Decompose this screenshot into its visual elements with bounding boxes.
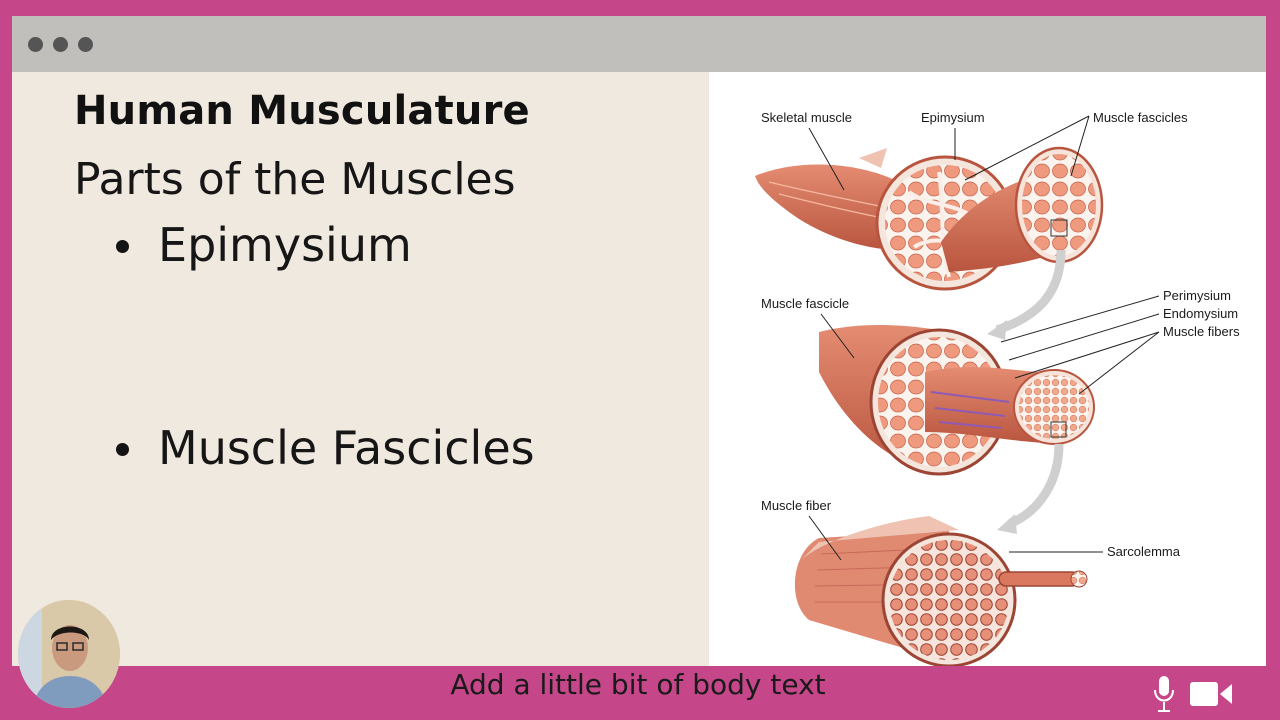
leader-lines: [1000, 295, 1160, 395]
bullet-text: Muscle Fascicles: [158, 421, 535, 475]
label-endomysium: Endomysium: [1163, 306, 1238, 321]
window-dot-icon[interactable]: [53, 37, 68, 52]
label-muscle-fascicles: Muscle fascicles: [1093, 110, 1188, 125]
presenter-avatar: [18, 600, 120, 708]
slide-title: Human Musculature: [74, 88, 530, 134]
slide-window: Human Musculature Parts of the Muscles E…: [12, 16, 1266, 666]
label-skeletal-muscle: Skeletal muscle: [761, 110, 852, 125]
zoom-arrow-head-icon: [997, 514, 1017, 534]
leader-line: [808, 515, 842, 561]
zoom-arrow-icon: [995, 249, 1066, 335]
zoom-arrow-head-icon: [987, 320, 1007, 340]
muscle-fiber-drawing: [794, 516, 1088, 666]
body-text-caption: Add a little bit of body text: [450, 668, 826, 701]
bullet-text: Epimysium: [158, 218, 412, 272]
muscle-anatomy-illustration: Skeletal muscle Epimysium Muscle fascicl…: [709, 72, 1266, 666]
bullet-dot-icon: [116, 443, 129, 456]
muscle-fascicle-drawing: [819, 325, 1095, 476]
label-muscle-fascicle: Muscle fascicle: [761, 296, 849, 311]
label-sarcolemma: Sarcolemma: [1107, 544, 1181, 559]
leader-lines: [808, 115, 1090, 191]
label-perimysium: Perimysium: [1163, 288, 1231, 303]
leader-line: [820, 313, 855, 359]
video-camera-icon[interactable]: [1190, 680, 1232, 708]
label-epimysium: Epimysium: [921, 110, 985, 125]
slide-subtitle: Parts of the Muscles: [74, 154, 516, 205]
label-muscle-fiber: Muscle fiber: [761, 498, 832, 513]
zoom-arrow-icon: [1007, 443, 1064, 529]
window-titlebar: [12, 16, 1266, 72]
window-dot-icon[interactable]: [28, 37, 43, 52]
window-dot-icon[interactable]: [78, 37, 93, 52]
skeletal-muscle-drawing: [755, 146, 1104, 291]
bullet-dot-icon: [116, 240, 129, 253]
microphone-icon[interactable]: [1152, 674, 1176, 714]
label-muscle-fibers: Muscle fibers: [1163, 324, 1240, 339]
